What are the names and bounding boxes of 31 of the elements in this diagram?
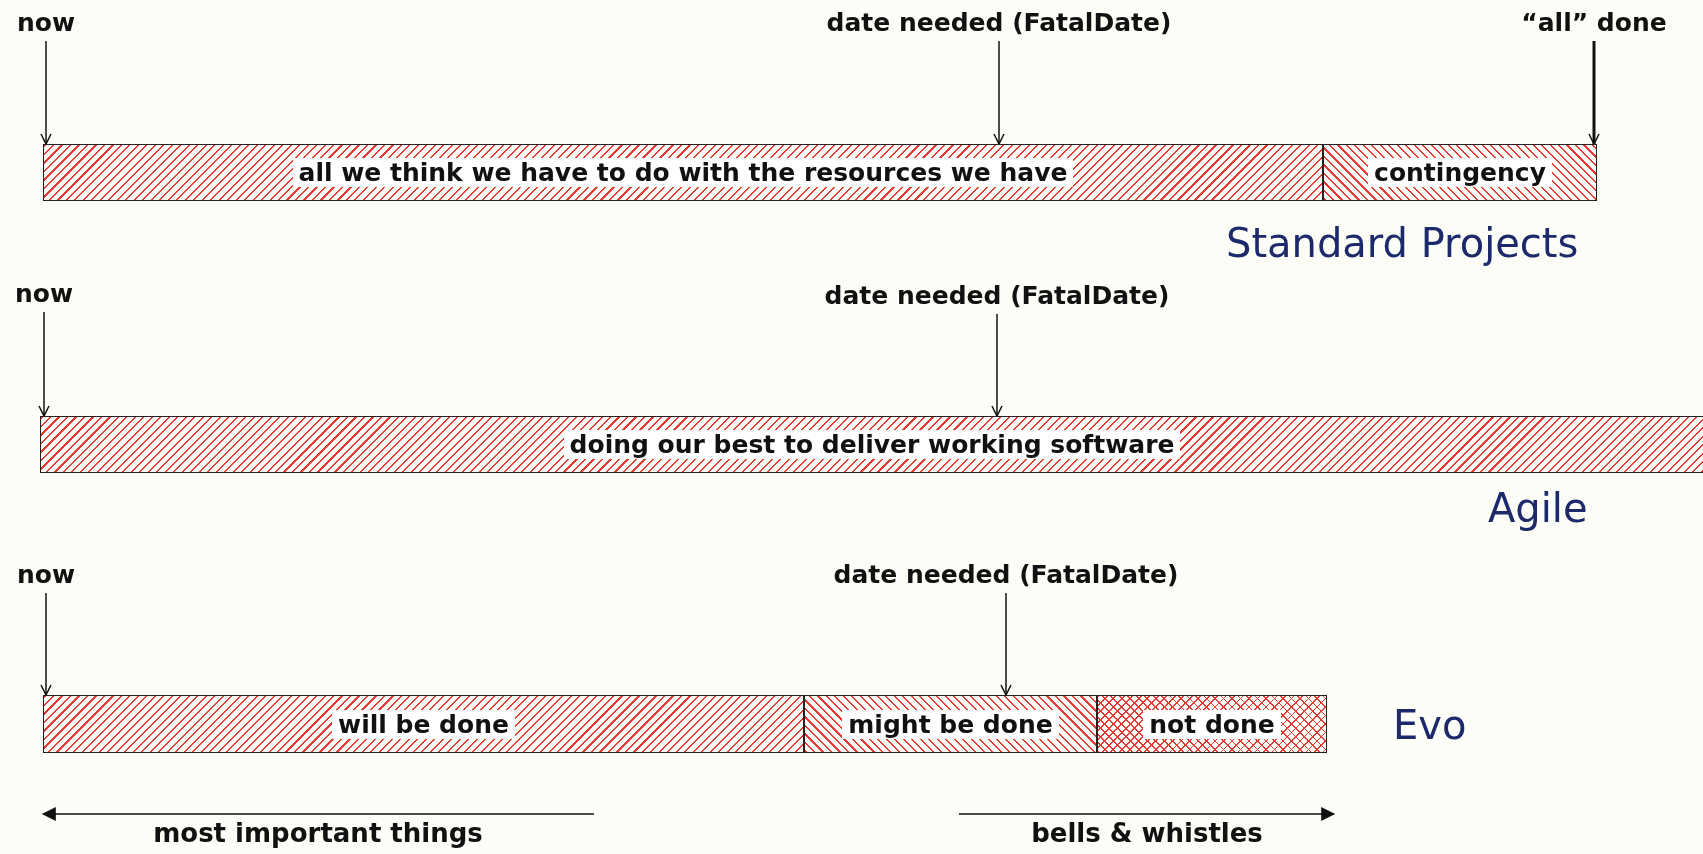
timeline-bar-segment — [1323, 144, 1597, 201]
timeline-bar-segment — [1097, 695, 1327, 753]
range-label: bells & whistles — [1031, 818, 1263, 848]
row-title: Agile — [1488, 485, 1588, 531]
arrow — [40, 592, 52, 696]
row-title: Evo — [1393, 702, 1467, 748]
segment-label: not done — [1143, 709, 1281, 739]
segment-label: will be done — [332, 709, 515, 739]
segment-label: all we think we have to do with the resources we have — [292, 158, 1074, 187]
milestone-label: date needed (FatalDate) — [826, 8, 1172, 37]
timeline-bar-segment — [43, 695, 804, 753]
segment-label: doing our best to deliver working software — [563, 430, 1181, 459]
range-label: most important things — [153, 818, 483, 848]
segment-label: might be done — [842, 709, 1059, 739]
milestone-label: date needed (FatalDate) — [824, 281, 1170, 310]
arrow — [991, 313, 1003, 417]
milestone-label: now — [16, 560, 76, 589]
milestone-label: “all” done — [1521, 8, 1667, 37]
row-title: Standard Projects — [1226, 220, 1579, 266]
segment-label: contingency — [1368, 158, 1552, 187]
arrow — [993, 40, 1005, 145]
arrow — [40, 40, 52, 145]
arrow — [38, 311, 50, 417]
timeline-bar-segment — [43, 144, 1323, 201]
milestone-label: date needed (FatalDate) — [833, 560, 1179, 589]
arrow — [1000, 592, 1012, 696]
timeline-bar-segment — [40, 416, 1703, 473]
milestone-label: now — [16, 8, 76, 37]
timeline-bar-segment — [804, 695, 1097, 753]
arrow — [1588, 41, 1600, 145]
milestone-label: now — [14, 279, 74, 308]
